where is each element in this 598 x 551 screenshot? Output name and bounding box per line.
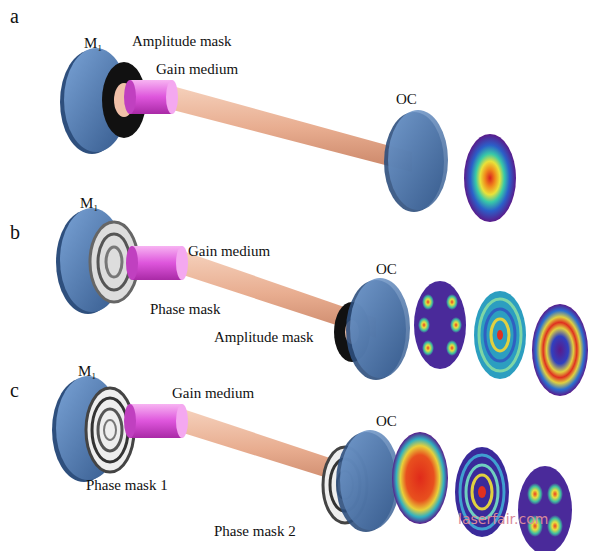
part-name: Phase mask 1 [86, 478, 168, 493]
gain-medium-end [124, 80, 136, 114]
donut-mode [532, 304, 588, 396]
part-name: OC [376, 262, 397, 277]
laser-beam [165, 84, 412, 172]
mode-lobe [422, 294, 434, 310]
output-coupler [350, 278, 410, 378]
part-name: OC [396, 92, 417, 107]
ring-mode [474, 291, 526, 379]
panel-letter: c [10, 380, 19, 400]
gain-medium-end [166, 80, 178, 114]
flat-top-mode [392, 432, 448, 524]
panel-letter: b [10, 222, 20, 242]
part-name: OC [376, 414, 397, 429]
mode-lobe [450, 317, 462, 333]
part-name: M₁ [78, 364, 97, 379]
phase-ring [98, 234, 130, 290]
output-coupler [388, 110, 448, 210]
output-coupler [340, 430, 400, 530]
mode-lobe [446, 294, 458, 310]
phase-ring [98, 409, 122, 451]
mode-lobe [547, 483, 563, 505]
watermark: laserfair.com [458, 512, 548, 526]
mode-lobe [422, 340, 434, 356]
phase-ring [104, 420, 116, 440]
gain-medium [130, 80, 172, 114]
mode-lobe [446, 340, 458, 356]
part-name: Amplitude mask [132, 34, 232, 49]
four-lobe-mode [518, 466, 572, 551]
gain-medium-end [176, 246, 188, 280]
mode-ring [472, 475, 492, 509]
gain-medium-end [176, 404, 188, 438]
phase-ring [92, 398, 128, 462]
gain-medium-end [126, 246, 138, 280]
mode-ring [479, 299, 521, 371]
part-name: Gain medium [188, 244, 270, 259]
part-name: M₁ [84, 36, 103, 51]
multi-lobe-mode [414, 281, 466, 369]
part-name: Amplitude mask [214, 330, 314, 345]
mode-lobe [418, 317, 430, 333]
gain-medium-end [124, 404, 136, 438]
mode-ring [485, 309, 515, 361]
mode-core [478, 486, 486, 498]
gain-medium [130, 404, 182, 438]
part-name: Phase mask 2 [214, 524, 296, 539]
part-name: Gain medium [172, 386, 254, 401]
part-name: Gain medium [156, 62, 238, 77]
gaussian-mode [464, 134, 516, 222]
phase-mask [90, 222, 138, 302]
part-name: Phase mask [150, 302, 220, 317]
mode-core [497, 330, 503, 340]
mode-ring [466, 465, 498, 519]
mode-lobe [547, 515, 563, 537]
panel-letter: a [10, 6, 19, 26]
part-name: M₁ [80, 196, 99, 211]
gain-medium [132, 246, 182, 280]
mode-lobe [527, 483, 543, 505]
phase-ring [106, 247, 122, 277]
mode-ring [491, 319, 509, 351]
